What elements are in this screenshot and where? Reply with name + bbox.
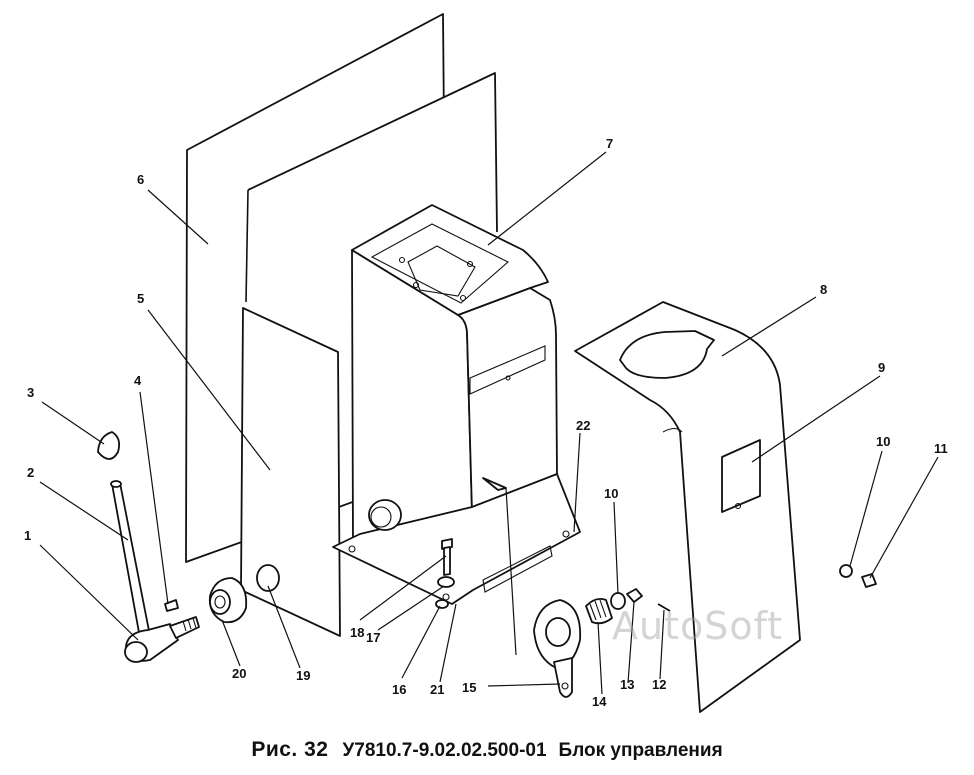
- part-15-cam: [533, 599, 582, 698]
- part-3-knob: [97, 431, 121, 460]
- callout-2: 2: [27, 465, 34, 480]
- part-17-washer: [437, 576, 455, 588]
- callout-12: 12: [652, 677, 666, 692]
- part-7-housing: [332, 204, 581, 605]
- callout-6: 6: [137, 172, 144, 187]
- callout-10-right: 10: [876, 434, 890, 449]
- figure-label: Рис. 32: [251, 738, 329, 761]
- callout-14: 14: [592, 694, 607, 709]
- part-19-plug: [256, 564, 280, 592]
- assembly-arrow: [482, 477, 517, 656]
- callout-16: 16: [392, 682, 406, 697]
- leader-lines: [39, 151, 939, 695]
- callout-1: 1: [24, 528, 31, 543]
- callout-3: 3: [27, 385, 34, 400]
- callout-18: 18: [350, 625, 364, 640]
- part-9-plate: [721, 439, 761, 513]
- part-12-pin: [657, 603, 671, 612]
- part-2-lever: [110, 480, 151, 639]
- part-11-screw: [861, 573, 877, 588]
- callout-13: 13: [620, 677, 634, 692]
- callout-labels: 1 2 3 4 5 6 7 8 9 10 11 22 10 13 12 14 1…: [24, 136, 948, 709]
- callout-9: 9: [878, 360, 885, 375]
- part-16-washer: [435, 599, 449, 609]
- callout-17: 17: [366, 630, 380, 645]
- callout-20: 20: [232, 666, 246, 681]
- callout-4: 4: [134, 373, 142, 388]
- callout-21: 21: [430, 682, 444, 697]
- callout-11: 11: [934, 441, 948, 456]
- part-18-bolt: [441, 538, 453, 576]
- part-13-nut: [626, 588, 643, 603]
- part-4-pin: [164, 599, 179, 612]
- panel-sheet: [245, 72, 498, 303]
- callout-7: 7: [606, 136, 613, 151]
- part-5-front-panel: [240, 307, 341, 637]
- callout-5: 5: [137, 291, 144, 306]
- callout-8: 8: [820, 282, 827, 297]
- part-14-spring: [585, 597, 613, 625]
- part-20-bushing: [208, 577, 248, 624]
- callout-22: 22: [576, 418, 590, 433]
- figure-caption: Рис. 32 У7810.7-9.02.02.500-01 Блок управл…: [0, 738, 974, 762]
- watermark-text: AutoSoft: [612, 604, 784, 648]
- callout-19: 19: [296, 668, 310, 683]
- part-8-cover: [574, 301, 801, 713]
- part-10-washer-right: [839, 564, 853, 578]
- callout-15: 15: [462, 680, 476, 695]
- part-1-lever-hub: [124, 616, 200, 663]
- figure-code: У7810.7-9.02.02.500-01: [342, 740, 547, 761]
- figure-title: Блок управления: [558, 740, 723, 761]
- callout-10: 10: [604, 486, 618, 501]
